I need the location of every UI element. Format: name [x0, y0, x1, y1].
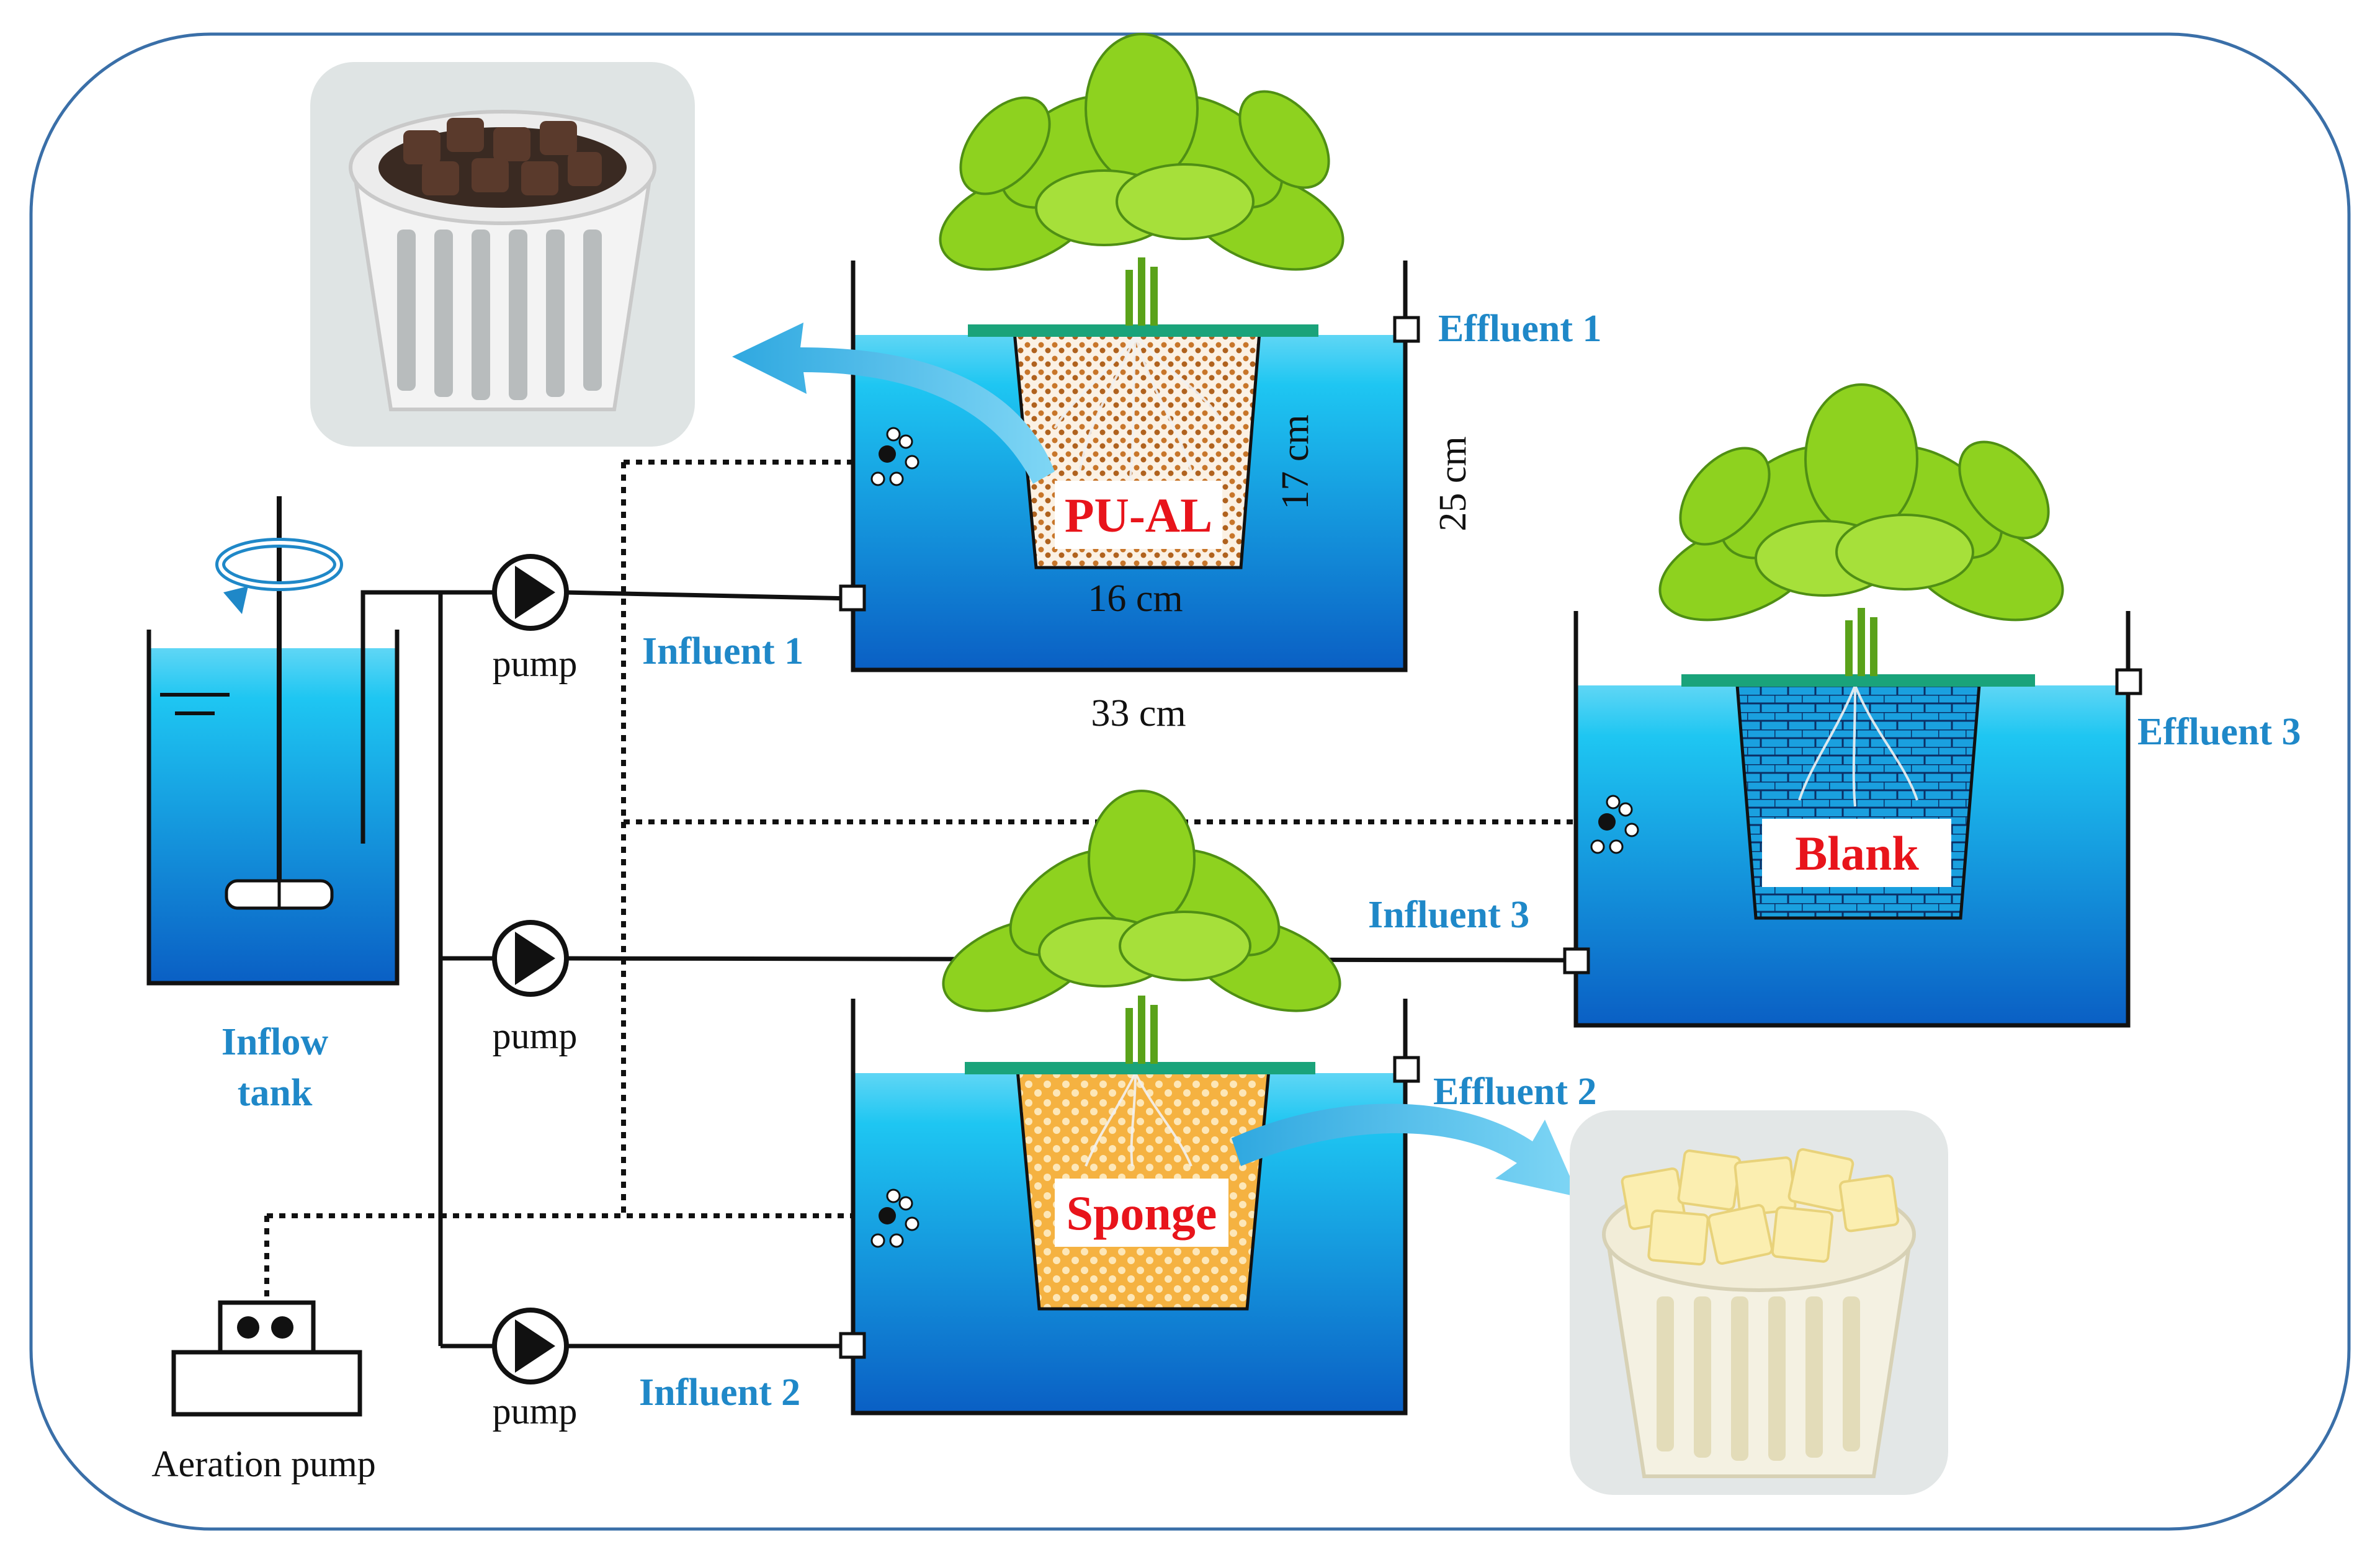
plant-1-icon — [939, 33, 1344, 326]
pump-1-icon — [492, 554, 569, 631]
pump-1-label: pump — [493, 643, 578, 684]
influent-2-label: Influent 2 — [639, 1371, 800, 1414]
effluent-3-label: Effluent 3 — [2137, 711, 2301, 753]
aeration-pump-icon — [171, 1300, 362, 1417]
inflow-tank-label-line1: Inflow — [221, 1021, 328, 1063]
influent-2-port — [839, 1332, 866, 1359]
arrow-sponge-photo — [1232, 1104, 1579, 1197]
inflow-tank-label-line2: tank — [238, 1072, 313, 1114]
dim-height-tank: 25 cm — [1432, 436, 1474, 531]
sponge-basket-photo — [1570, 1110, 1948, 1495]
plant-2-icon — [942, 790, 1341, 1064]
inflow-tank — [146, 496, 441, 986]
effluent-1-port — [1393, 316, 1420, 343]
rotation-icon — [215, 538, 343, 614]
pump-2-label: pump — [493, 1391, 578, 1432]
plant-3-icon — [1658, 383, 2064, 676]
influent-3-label: Influent 3 — [1368, 894, 1529, 936]
effluent-2-port — [1393, 1056, 1420, 1083]
pu-al-label: PU-AL — [1065, 488, 1212, 542]
dim-width-basket: 16 cm — [1088, 577, 1183, 620]
effluent-3-port — [2115, 668, 2142, 695]
arrow-pu-al-photo — [732, 323, 1055, 484]
sponge-label: Sponge — [1067, 1186, 1217, 1240]
dim-height-basket: 17 cm — [1274, 414, 1317, 509]
air-diffuser-1-icon — [870, 427, 919, 486]
aeration-lines — [264, 460, 1585, 1303]
effluent-1-label: Effluent 1 — [1438, 308, 1602, 350]
dim-width-tank: 33 cm — [1091, 692, 1186, 734]
air-diffuser-3-icon — [1590, 795, 1639, 854]
influent-3-port — [1563, 947, 1590, 974]
pump-3-icon — [492, 920, 569, 997]
influent-1-label: Influent 1 — [642, 630, 803, 672]
effluent-2-label: Effluent 2 — [1433, 1071, 1597, 1113]
blank-label: Blank — [1795, 826, 1919, 880]
pump-2-icon — [492, 1308, 569, 1384]
influent-1-port — [839, 584, 866, 612]
aeration-pump-label: Aeration pump — [151, 1443, 376, 1484]
air-diffuser-2-icon — [870, 1188, 919, 1248]
pump-3-label: pump — [493, 1015, 578, 1056]
pu-al-basket-photo — [310, 62, 695, 447]
